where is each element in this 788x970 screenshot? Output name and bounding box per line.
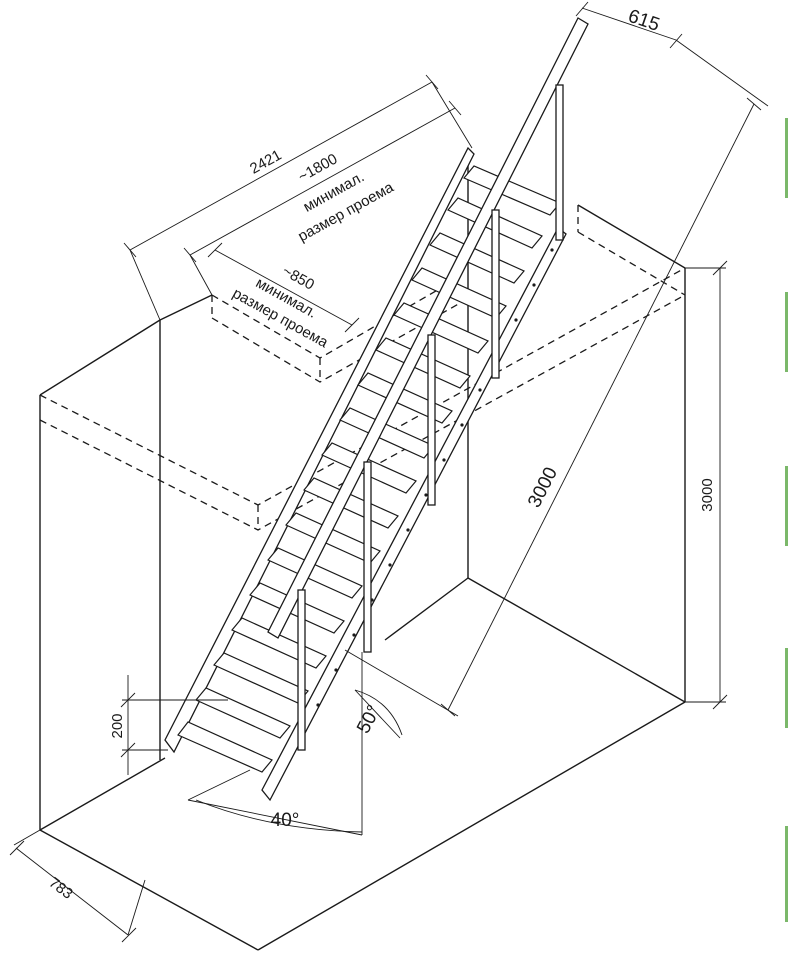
dim-615: 615	[575, 1, 769, 107]
dim-200-label: 200	[109, 713, 126, 738]
left-stringer	[164, 146, 475, 754]
edge-accent-5	[785, 826, 788, 922]
staircase	[164, 17, 589, 802]
angle-40: 40°	[187, 652, 363, 836]
angle-50-label: 50°	[353, 702, 385, 737]
edge-accent-4	[785, 648, 788, 728]
angle-50: 50°	[353, 689, 403, 739]
balusters	[297, 84, 564, 751]
dim-3000-vertical: 3000	[685, 260, 728, 710]
edge-accent-2	[785, 292, 788, 372]
edge-accent-1	[785, 118, 788, 198]
dim-850: ~850 минимал. размер проема	[207, 242, 360, 352]
edge-accent-3	[785, 466, 788, 546]
dim-615-label: 615	[625, 6, 662, 36]
dim-2421-label: 2421	[247, 147, 284, 178]
dim-783: 783	[9, 829, 146, 943]
dim-200: 200	[109, 675, 228, 775]
angle-40-label: 40°	[271, 810, 300, 831]
room-box	[39, 150, 686, 951]
dim-1800: ~1800 минимал. размер проема	[183, 100, 462, 296]
handrail	[267, 17, 589, 639]
dim-1800-value: ~1800	[295, 150, 340, 185]
dim-3000-diag-label: 3000	[524, 464, 562, 511]
dim-3000-vert-label: 3000	[699, 478, 716, 511]
dim-783-label: 783	[46, 874, 76, 903]
right-stringer	[261, 227, 567, 802]
